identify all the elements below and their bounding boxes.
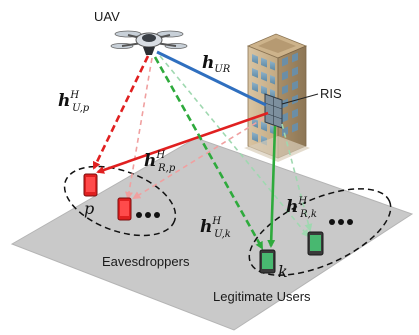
ellipsis-dots (136, 212, 160, 218)
phone-icon (117, 197, 132, 221)
phone-icon (259, 249, 276, 274)
link-uav-user2-faint (159, 55, 310, 238)
link-ris-user2-faint (281, 123, 313, 232)
ground-plane (10, 137, 414, 331)
link-uav-eve2-faint (125, 57, 153, 200)
link-ris-eve-p (96, 111, 269, 174)
eavesdropper-group-ellipse (63, 165, 177, 237)
user-index-label: k (278, 262, 288, 281)
link-uav-ris (156, 50, 267, 107)
legitimate-users-label: Legitimate Users (213, 289, 311, 304)
building-icon (244, 33, 310, 162)
phone-icon (83, 173, 98, 197)
uav-label: UAV (94, 9, 120, 24)
link-ris-user-k (267, 125, 277, 248)
drone-icon (110, 30, 188, 55)
phone-icon (307, 231, 324, 256)
ris-panel (264, 93, 283, 129)
ris-label: RIS (320, 86, 342, 101)
link-uav-user-k (153, 56, 264, 250)
eavesdroppers-label: Eavesdroppers (102, 254, 190, 269)
ris-label-leader (281, 93, 319, 105)
ellipsis-dots (329, 219, 353, 225)
link-uav-eve-p (92, 55, 150, 170)
link-ris-eve2-faint (132, 117, 265, 200)
channel-label-h-ur: hUR (202, 53, 231, 75)
eavesdropper-index-label: p (84, 199, 94, 218)
user-group-ellipse (248, 188, 392, 276)
